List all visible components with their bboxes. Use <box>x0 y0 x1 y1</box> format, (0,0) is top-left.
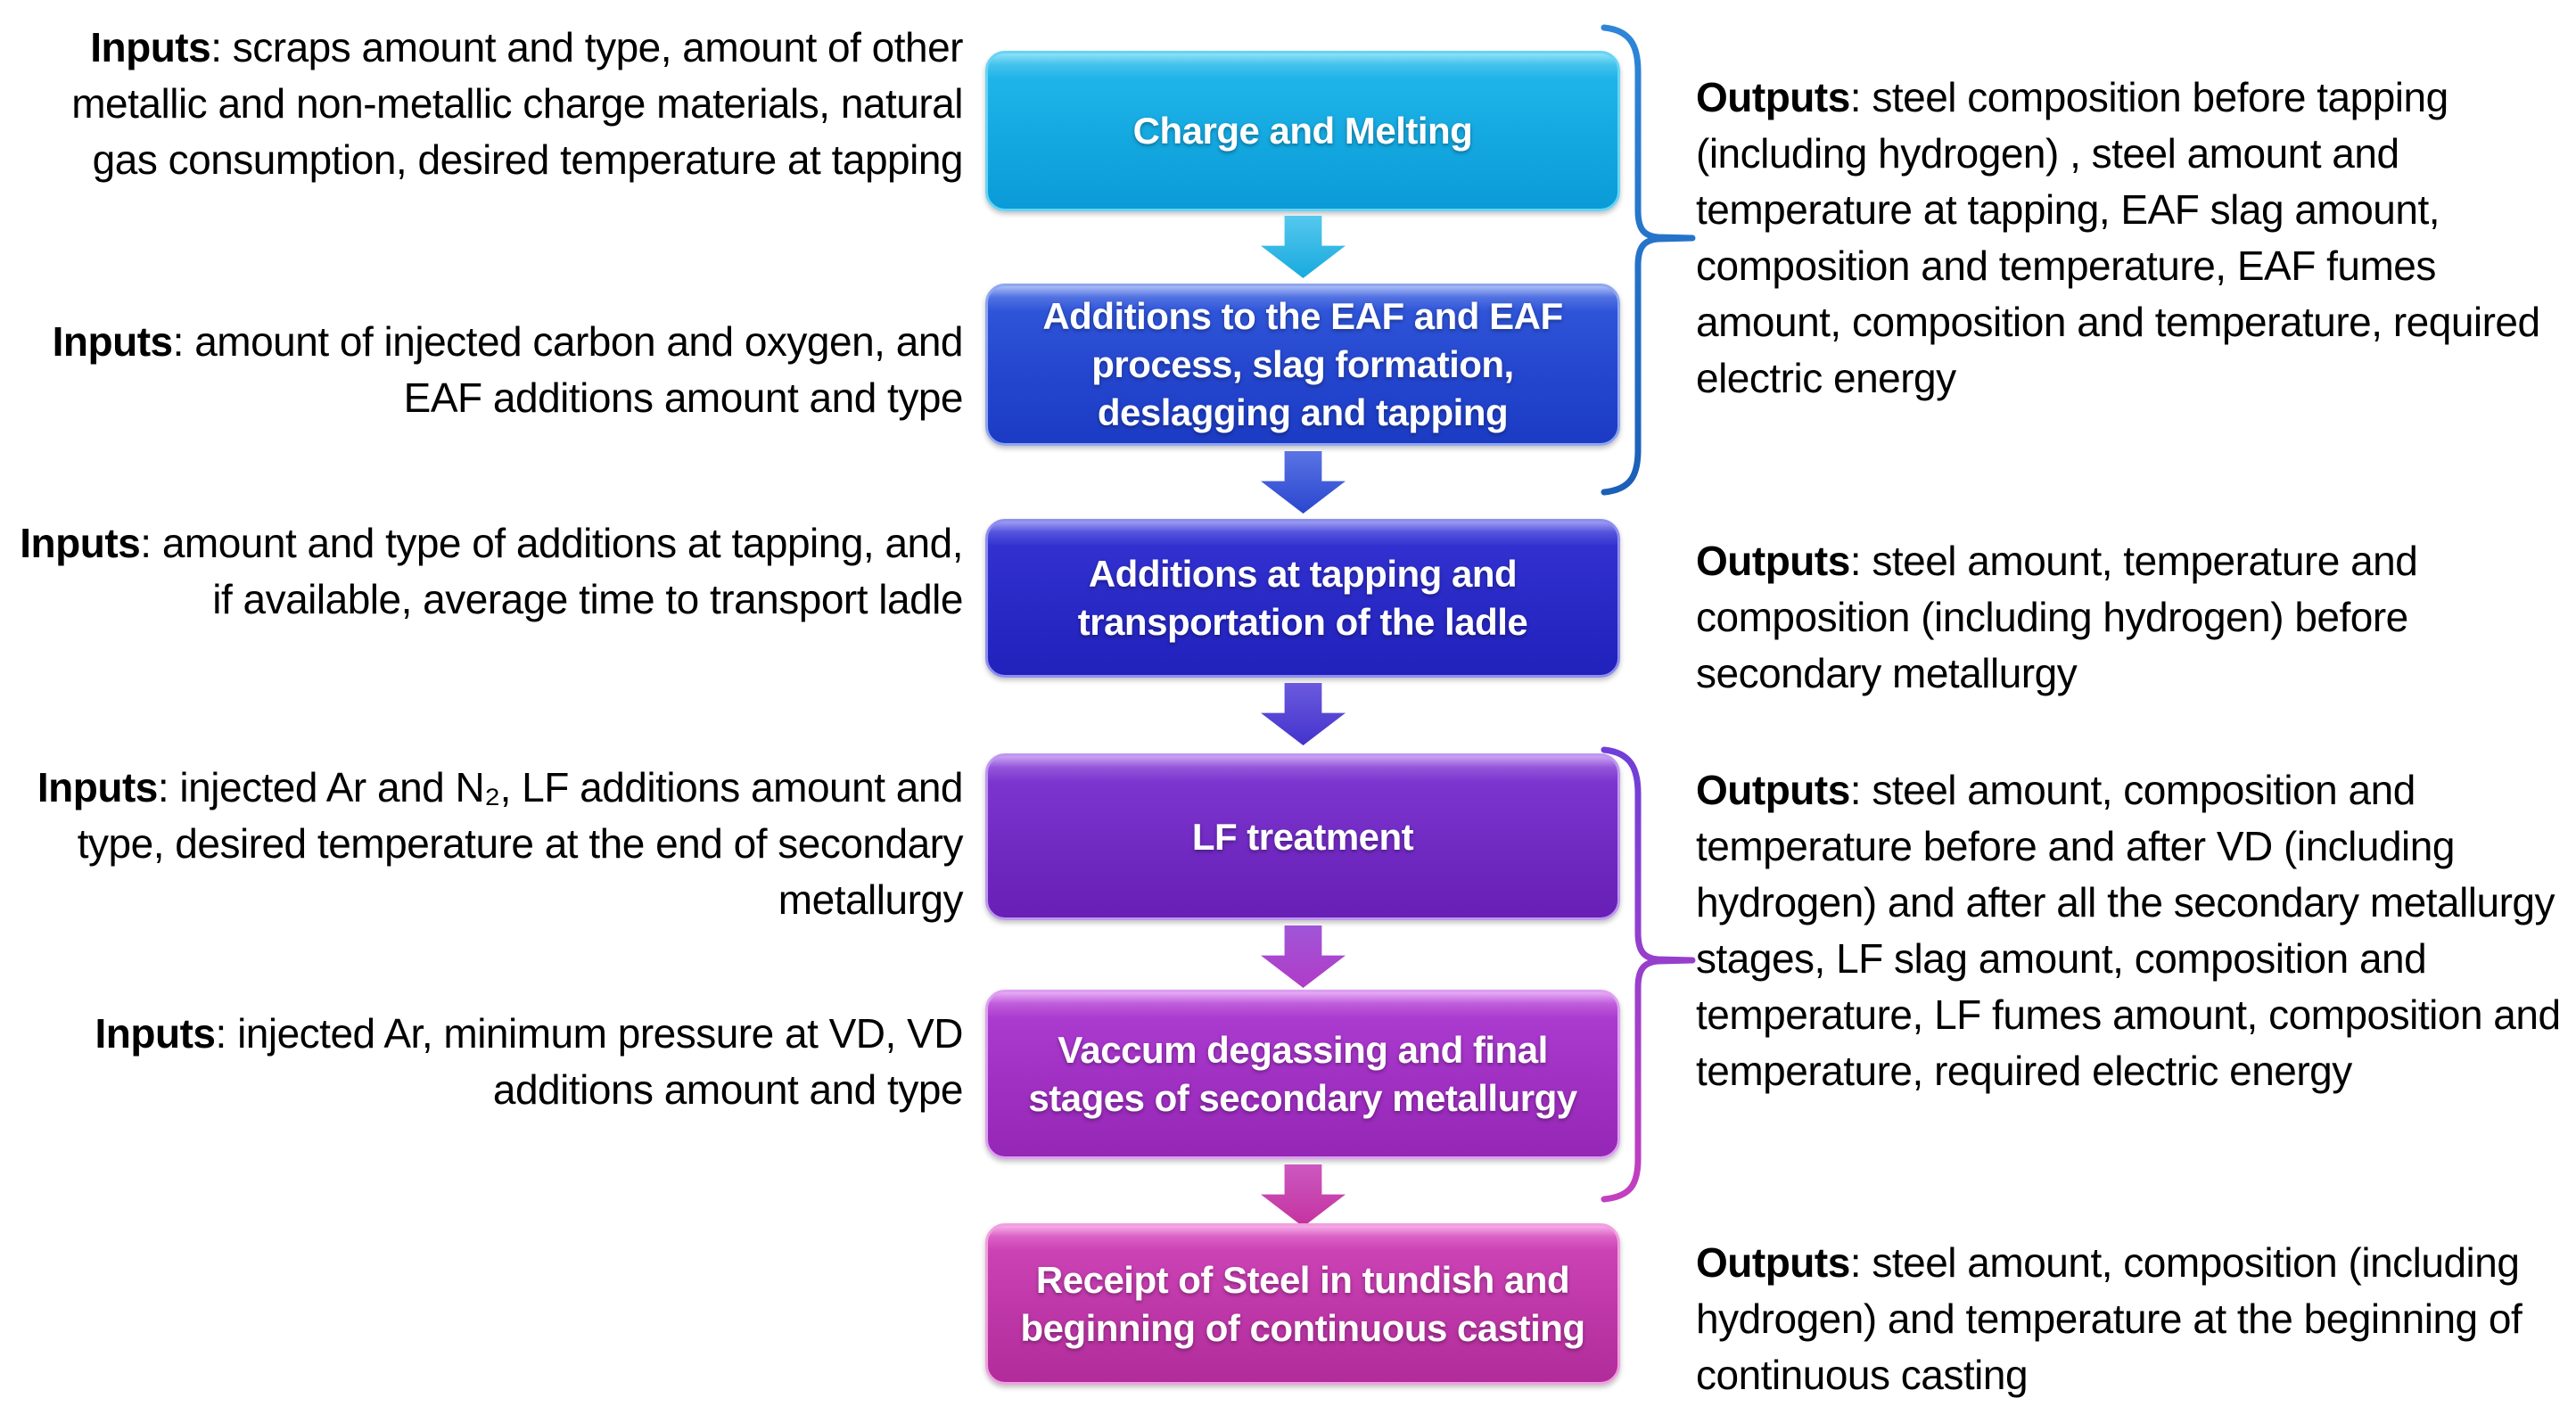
output-text: : steel amount, composition (including h… <box>1696 1239 2523 1398</box>
input-note-lf-treatment: Inputs: injected Ar and N₂, LF additions… <box>18 760 964 928</box>
down-arrow-icon <box>1261 1164 1346 1227</box>
stage-label: Vaccum degassing and final stages of sec… <box>1028 1029 1577 1119</box>
output-label: Outputs <box>1696 767 1850 813</box>
stage-box-receipt-in-tundish: Receipt of Steel in tundish and beginnin… <box>985 1223 1620 1385</box>
input-label: Inputs <box>90 24 211 70</box>
input-note-vacuum-degassing: Inputs: injected Ar, minimum pressure at… <box>18 1006 964 1118</box>
input-label: Inputs <box>95 1010 216 1057</box>
output-note-secondary-metallurgy: Outputs: steel amount, composition and t… <box>1696 762 2563 1099</box>
down-arrow-icon <box>1261 925 1346 988</box>
input-label: Inputs <box>20 520 141 566</box>
down-arrow-icon <box>1261 683 1346 745</box>
stage-box-additions-at-tapping: Additions at tapping and transportation … <box>985 519 1620 678</box>
stage-box-charge-and-melting: Charge and Melting <box>985 51 1620 211</box>
stage-label: Additions to the EAF and EAF process, sl… <box>1042 295 1563 433</box>
input-label: Inputs <box>52 318 173 365</box>
output-note-continuous-casting: Outputs: steel amount, composition (incl… <box>1696 1235 2563 1403</box>
stage-label: LF treatment <box>1191 815 1414 858</box>
stage-box-lf-treatment: LF treatment <box>985 753 1620 920</box>
input-note-tapping-additions: Inputs: amount and type of additions at … <box>18 515 963 628</box>
output-note-eaf: Outputs: steel composition before tappin… <box>1696 70 2563 407</box>
input-label: Inputs <box>37 764 158 810</box>
input-note-charge-melting: Inputs: scraps amount and type, amount o… <box>18 20 963 188</box>
output-note-before-secondary-metallurgy: Outputs: steel amount, temperature and c… <box>1696 533 2563 702</box>
stage-label: Charge and Melting <box>1132 110 1473 152</box>
stage-label: Additions at tapping and transportation … <box>1077 553 1528 643</box>
output-text: : steel amount, temperature and composit… <box>1696 538 2418 696</box>
down-arrow-icon <box>1261 216 1346 278</box>
output-text: : steel composition before tapping (incl… <box>1696 74 2540 401</box>
output-text: : steel amount, composition and temperat… <box>1696 767 2561 1094</box>
output-label: Outputs <box>1696 1239 1850 1286</box>
stage-box-vacuum-degassing: Vaccum degassing and final stages of sec… <box>985 990 1620 1159</box>
input-text: : injected Ar, minimum pressure at VD, V… <box>215 1010 964 1113</box>
input-text: : amount and type of additions at tappin… <box>140 520 963 622</box>
down-arrow-icon <box>1261 451 1346 514</box>
stage-label: Receipt of Steel in tundish and beginnin… <box>1020 1258 1585 1349</box>
input-text: : scraps amount and type, amount of othe… <box>71 24 963 183</box>
input-note-eaf-process: Inputs: amount of injected carbon and ox… <box>18 314 964 426</box>
output-label: Outputs <box>1696 538 1850 584</box>
input-text: : injected Ar and N₂, LF additions amoun… <box>77 764 964 923</box>
stage-box-eaf-additions-process: Additions to the EAF and EAF process, sl… <box>985 284 1620 446</box>
input-text: : amount of injected carbon and oxygen, … <box>172 318 964 421</box>
output-label: Outputs <box>1696 74 1850 120</box>
